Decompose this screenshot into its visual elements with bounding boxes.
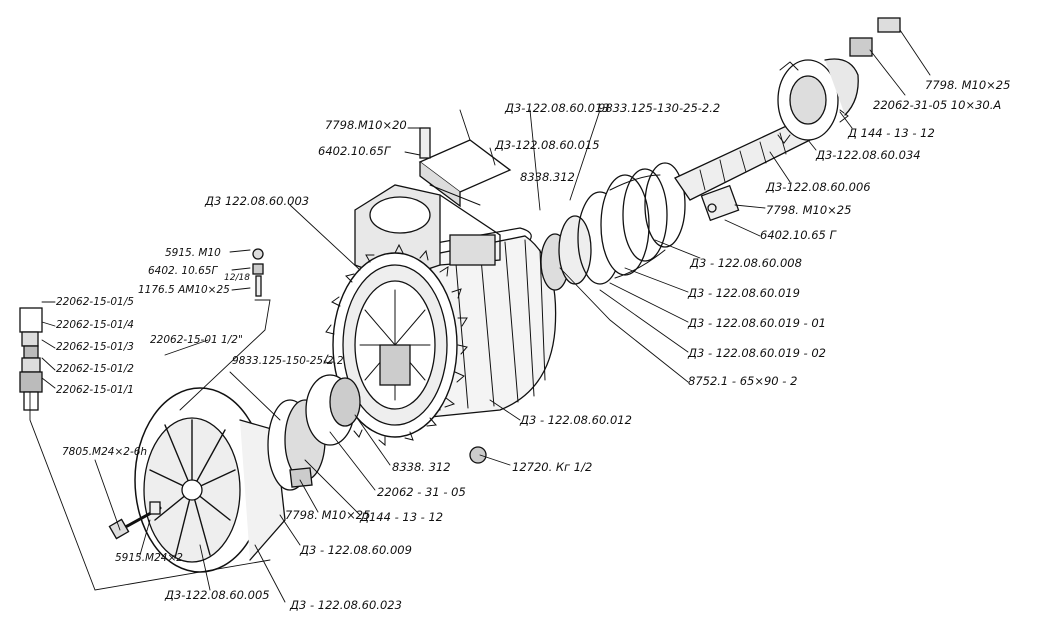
label-22062-15-01-3: 22062-15-01/3 xyxy=(56,341,134,353)
label-d3-008: Д3 - 122.08.60.008 xyxy=(690,256,802,270)
label-d3-013: Д3-122.08.60.013 xyxy=(505,101,610,115)
label-d3-015: Д3-122.08.60.015 xyxy=(495,138,600,152)
label-d3-019: Д3 - 122.08.60.019 xyxy=(688,286,800,300)
label-22062-15-01-5: 22062-15-01/5 xyxy=(56,296,134,308)
label-22062-31-05-b: 22062 - 31 - 05 xyxy=(377,485,466,499)
top-cover-plate xyxy=(418,127,512,208)
leader-lines xyxy=(29,29,931,603)
label-8338-312-a: 8338.312 xyxy=(520,170,575,184)
label-7798-m10x25-a: 7798. М10×25 xyxy=(925,78,1011,92)
label-22062-31-05-a: 22062-31-05 10×30.A xyxy=(873,98,1002,112)
label-d3-019-01: Д3 - 122.08.60.019 - 01 xyxy=(688,316,826,330)
gear-ring xyxy=(323,243,468,447)
label-d144-13-12-b: Д144 - 13 - 12 xyxy=(360,510,444,524)
label-d3-006: Д3-122.08.60.006 xyxy=(766,180,871,194)
label-d144-13-12-a: Д 144 - 13 - 12 xyxy=(848,126,935,140)
bracket-bolts-right xyxy=(700,184,740,222)
label-8752-65x90: 8752.1 - 65×90 - 2 xyxy=(688,374,798,388)
label-d3-023: Д3 - 122.08.60.023 xyxy=(290,598,402,612)
label-7798-m10x25-b: 7798. М10×25 xyxy=(766,203,852,217)
label-7798-m10x25-c: 7798. М10×25 xyxy=(285,508,371,522)
label-9833-125-130: 9833.125-130-25-2.2 xyxy=(598,101,721,115)
valve-stack xyxy=(19,307,43,411)
label-22062-15-01-1: 22062-15-01/1 xyxy=(56,384,134,396)
label-9833-125-150: 9833.125-150-25-2.2 xyxy=(232,355,344,367)
label-5915-m24x2: 5915.М24×2 xyxy=(115,552,183,564)
coupling-flange xyxy=(777,17,901,144)
end-cover-front xyxy=(134,387,286,573)
label-d3-012: Д3 - 122.08.60.012 xyxy=(520,413,632,427)
label-d3-019-02: Д3 - 122.08.60.019 - 02 xyxy=(688,346,826,360)
terminal-box xyxy=(354,184,501,281)
label-d3-034: Д3-122.08.60.034 xyxy=(816,148,921,162)
label-6402-65g-a: 6402.10.65 Г xyxy=(760,228,836,242)
label-12720-kg: 12720. Кг 1/2 xyxy=(512,460,593,474)
label-8338-312-b: 8338. 312 xyxy=(392,460,451,474)
label-1176-fraction: 12/18 xyxy=(224,273,250,283)
bearing-stack-left xyxy=(267,374,361,491)
label-6402-65g-c: 6402.10.65Г xyxy=(318,144,391,158)
label-d3-009: Д3 - 122.08.60.009 xyxy=(300,543,412,557)
label-5915-m10: 5915. М10 xyxy=(165,247,221,259)
label-22062-15-01-4: 22062-15-01/4 xyxy=(56,319,134,331)
fastener-group xyxy=(252,248,264,297)
label-d3-003: Д3 122.08.60.003 xyxy=(205,194,310,208)
label-1176-am10x25: 1176.5 АМ10×25 xyxy=(138,284,230,296)
label-7805-m24x2: 7805.М24×2-6h xyxy=(62,446,148,458)
label-d3-005: Д3-122.08.60.005 xyxy=(165,588,270,602)
label-22062-15-01-half: 22062-15-01 1/2" xyxy=(150,334,243,346)
drain-bolt xyxy=(108,501,162,540)
label-6402-65g-b: 6402. 10.65Г xyxy=(148,265,218,277)
plug-bottom xyxy=(469,446,487,464)
label-22062-15-01-2: 22062-15-01/2 xyxy=(56,363,134,375)
label-7798-m10x20: 7798.М10×20 xyxy=(325,118,407,132)
bearing-stack-right xyxy=(540,162,686,291)
